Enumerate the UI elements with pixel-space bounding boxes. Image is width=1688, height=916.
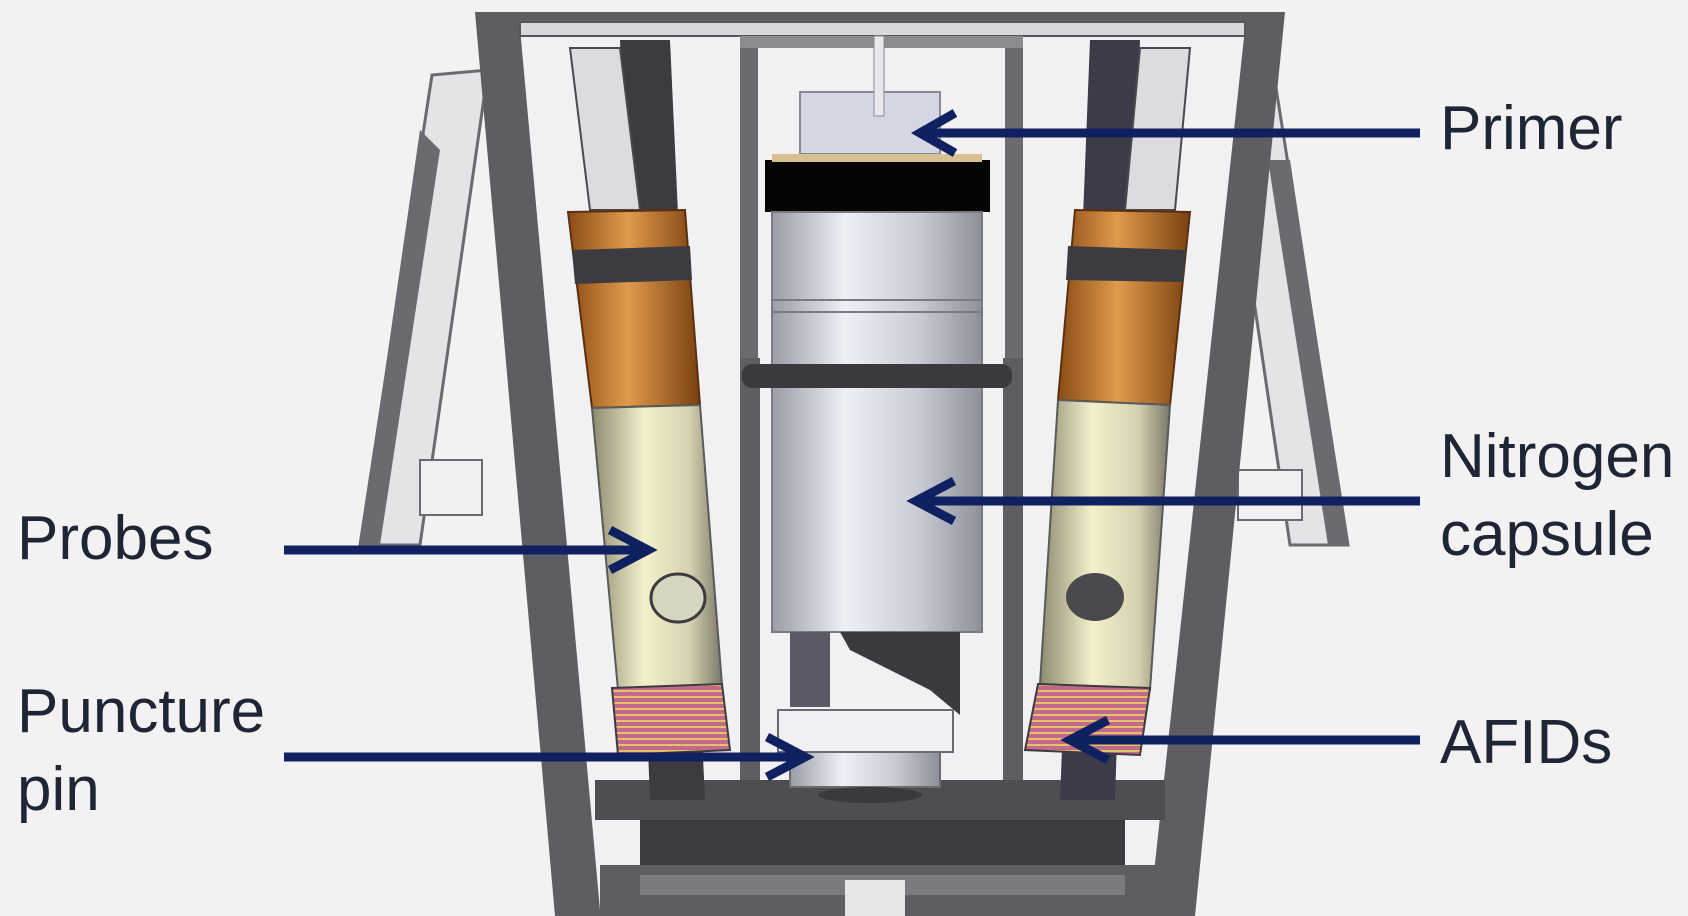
nitrogen-capsule-label: Nitrogen capsule bbox=[1440, 418, 1674, 574]
primer-label: Primer bbox=[1440, 90, 1623, 168]
right-probe bbox=[1023, 40, 1192, 800]
primer-label-text: Primer bbox=[1440, 94, 1623, 163]
nitrogen-capsule-arrow bbox=[906, 477, 1420, 525]
afids-arrow bbox=[1060, 716, 1420, 764]
annotation-arrows bbox=[284, 109, 1420, 781]
puncture-label-line1: Puncture bbox=[17, 677, 266, 746]
puncture-pin bbox=[777, 709, 954, 803]
puncture-pin-arrow bbox=[284, 733, 815, 781]
afids-label-text: AFIDs bbox=[1440, 708, 1613, 777]
probes-arrow bbox=[284, 526, 658, 574]
left-probe bbox=[566, 40, 732, 800]
nitrogen-label-line2: capsule bbox=[1440, 500, 1654, 569]
probes-label-text: Probes bbox=[17, 504, 214, 573]
afids-label: AFIDs bbox=[1440, 704, 1612, 782]
puncture-label-line2: pin bbox=[17, 755, 100, 824]
puncture-pin-label: Puncture pin bbox=[17, 673, 265, 829]
probes-label: Probes bbox=[17, 500, 213, 578]
primer-arrow bbox=[910, 109, 1420, 157]
nitrogen-capsule bbox=[742, 35, 1012, 715]
nitrogen-label-line1: Nitrogen bbox=[1440, 422, 1675, 491]
